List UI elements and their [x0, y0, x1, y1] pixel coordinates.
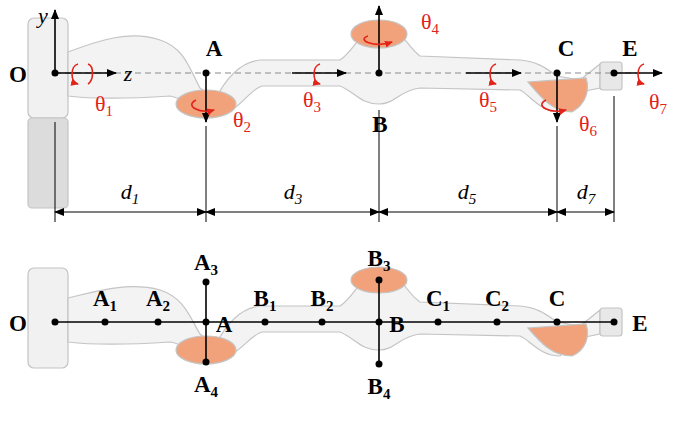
joint-angle: θ6	[579, 113, 597, 135]
joint-angle: θ5	[479, 89, 497, 111]
point-label: B2	[311, 287, 334, 310]
point-label: O	[9, 63, 27, 86]
point-label: C	[549, 287, 566, 310]
point-label: A4	[194, 373, 218, 396]
point-label: B4	[368, 375, 391, 398]
point-label: B3	[368, 247, 391, 270]
point-label: A	[216, 313, 233, 336]
joint-angle: θ2	[233, 109, 251, 131]
point-label: E	[622, 37, 637, 60]
point-label: O	[9, 312, 27, 335]
point-label: A	[206, 37, 223, 60]
point-label: A3	[194, 251, 218, 274]
point-label: C	[558, 37, 575, 60]
axis-label: z	[124, 63, 133, 85]
point-label: B	[389, 313, 404, 336]
joint-angle: θ4	[421, 11, 439, 33]
axis-label: y	[38, 5, 48, 27]
dimension-label: d5	[458, 181, 477, 203]
joint-angle: θ7	[649, 91, 667, 113]
point-label: A2	[146, 287, 170, 310]
dimension-label: d7	[577, 181, 596, 203]
joint-angle: θ3	[303, 89, 321, 111]
point-label: B1	[254, 287, 277, 310]
point-label: A1	[93, 287, 117, 310]
point-label: E	[632, 312, 647, 335]
dimension-label: d1	[121, 181, 140, 203]
point-label: B	[372, 113, 387, 136]
point-label: C2	[485, 287, 509, 310]
joint-angle: θ1	[95, 93, 113, 115]
point-label: C1	[426, 287, 450, 310]
dimension-label: d3	[284, 181, 303, 203]
